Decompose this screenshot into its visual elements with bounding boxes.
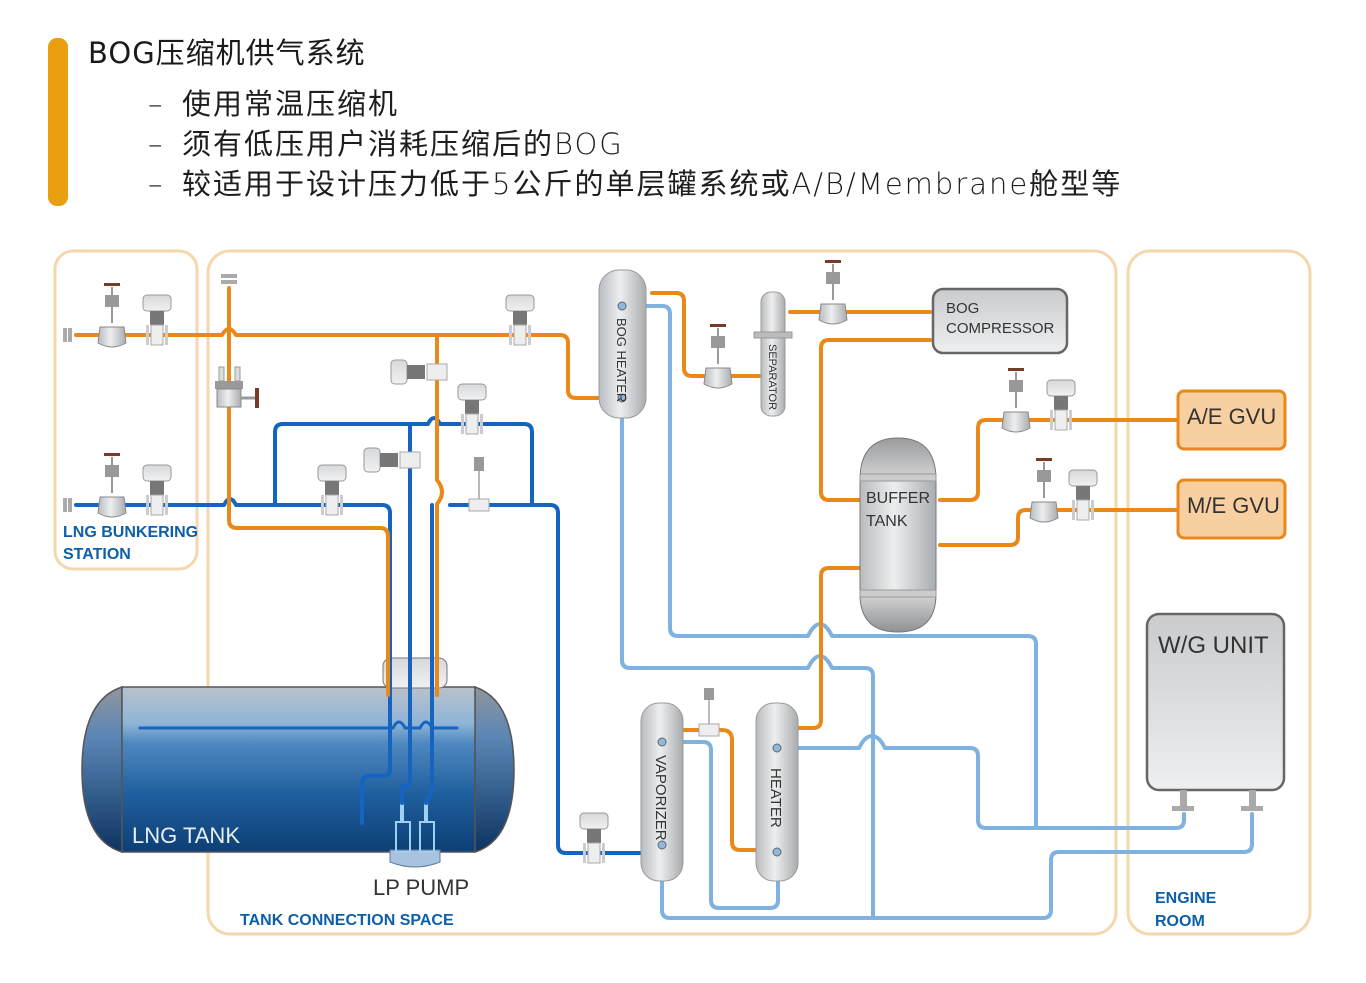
flow-meter-icon: [698, 688, 720, 737]
lng-tank-label: LNG TANK: [132, 823, 240, 848]
ae-gvu: A/E GVU: [1176, 389, 1287, 451]
bullet-list: –使用常温压缩机 –须有低压用户消耗压缩后的BOG –较适用于设计压力低于5公斤…: [148, 84, 1122, 204]
vent-cap-icon: [221, 274, 237, 284]
bog-compressor: BOG COMPRESSOR: [931, 287, 1069, 355]
bullet-item: –使用常温压缩机: [148, 84, 1122, 124]
globe-valve-icon: [97, 283, 127, 348]
flow-meter-icon: [468, 457, 490, 512]
ae-gvu-label: A/E GVU: [1187, 404, 1276, 429]
side-actuated-valve-icon: [363, 447, 421, 473]
water-glycol-lines: [620, 304, 1254, 920]
pipe-end-cap-icon: [63, 498, 72, 512]
me-gvu: M/E GVU: [1176, 478, 1287, 540]
globe-valve-icon: [1001, 368, 1031, 433]
side-actuated-valve-icon: [390, 359, 448, 385]
lng-tank: LNG TANK: [81, 657, 515, 868]
globe-valve-icon: [97, 453, 127, 518]
zone-label-bunkering: LNG BUNKERING: [63, 524, 198, 541]
lp-pump-icon: [395, 803, 435, 853]
actuated-valve-icon: [142, 294, 172, 346]
bullet-marker: –: [148, 167, 165, 201]
lp-pump-label: LP PUMP: [373, 875, 469, 900]
bullet-marker: –: [148, 127, 165, 161]
bullet-text: 须有低压用户消耗压缩后的BOG: [182, 127, 624, 161]
wg-unit-label: W/G UNIT: [1158, 632, 1269, 659]
valves: [63, 260, 1098, 864]
globe-valve-icon: [703, 324, 733, 389]
me-gvu-label: M/E GVU: [1187, 493, 1280, 518]
vaporizer: VAPORIZER: [640, 702, 684, 882]
heater: HEATER: [755, 702, 799, 882]
actuated-valve-icon: [579, 812, 609, 864]
bog-heater-label: BOG HEATER: [614, 318, 629, 402]
wg-unit: W/G UNIT: [1145, 612, 1286, 811]
bullet-text: 使用常温压缩机: [182, 87, 400, 121]
zone-label-engine-room: ENGINE: [1155, 890, 1217, 907]
zone-engine-room: [1126, 249, 1312, 936]
slide-title: BOG压缩机供气系统: [88, 36, 366, 70]
globe-valve-icon: [1029, 458, 1059, 523]
actuated-valve-icon: [1046, 379, 1076, 431]
bullet-item: –较适用于设计压力低于5公斤的单层罐系统或A/B/Membrane舱型等: [148, 164, 1122, 204]
zone-bunkering-station: [53, 249, 199, 571]
buffer-tank: BUFFER TANK: [859, 437, 937, 633]
actuated-valve-icon: [1068, 469, 1098, 521]
bog-compressor-label: COMPRESSOR: [946, 320, 1055, 337]
actuated-valve-icon: [142, 464, 172, 516]
actuated-valve-icon: [317, 464, 347, 516]
bog-heater: BOG HEATER: [598, 269, 647, 419]
pipe-end-cap-icon: [63, 328, 72, 342]
safety-valve-icon: [215, 366, 259, 408]
bog-compressor-label: BOG: [946, 300, 979, 317]
actuated-valve-icon: [457, 383, 487, 435]
heater-label: HEATER: [767, 768, 784, 828]
separator-label: SEPARATOR: [766, 344, 778, 410]
bullet-text: 较适用于设计压力低于5公斤的单层罐系统或A/B/Membrane舱型等: [182, 167, 1123, 201]
zone-label-engine-room: ROOM: [1155, 913, 1205, 930]
buffer-tank-label: BUFFER: [866, 490, 930, 507]
buffer-tank-label: TANK: [866, 513, 908, 530]
actuated-valve-icon: [505, 294, 535, 346]
zone-label-tank-connection: TANK CONNECTION SPACE: [240, 912, 454, 929]
gas-lines: [74, 286, 1180, 852]
zone-tank-connection-space: [206, 249, 1118, 936]
accent-bar: [48, 38, 68, 206]
zone-label-bunkering: STATION: [63, 546, 131, 563]
separator: SEPARATOR: [753, 291, 793, 417]
bullet-item: –须有低压用户消耗压缩后的BOG: [148, 124, 1122, 164]
globe-valve-icon: [818, 260, 848, 325]
vaporizer-label: VAPORIZER: [652, 755, 669, 841]
lng-lines: [74, 416, 642, 855]
bullet-marker: –: [148, 87, 165, 121]
